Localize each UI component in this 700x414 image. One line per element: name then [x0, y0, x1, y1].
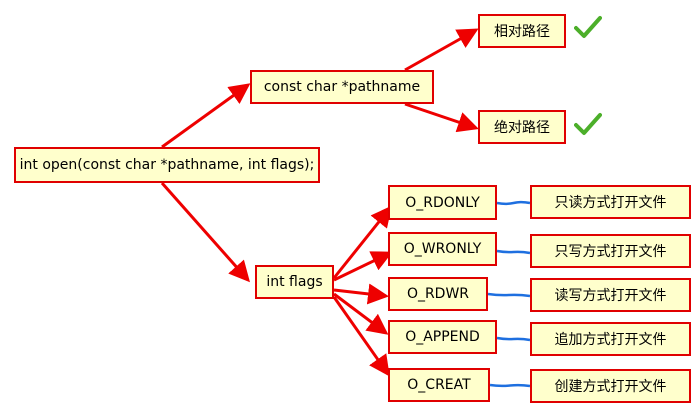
edge-root-to-pathname: [161, 83, 251, 149]
link-wronly-desc: [496, 249, 531, 255]
flag-label: O_RDWR: [406, 286, 470, 302]
pathname-node: const char *pathname: [250, 70, 434, 104]
edge-flags-to-rdonly: [332, 205, 392, 279]
flag-desc-label: 只读方式打开文件: [554, 195, 667, 211]
flag-desc-rdwr: 读写方式打开文件: [530, 278, 691, 312]
flag-label: O_APPEND: [405, 329, 480, 345]
link-append-desc: [496, 336, 531, 342]
check-mark-icon: [574, 16, 602, 38]
root-node: int open(const char *pathname, int flags…: [14, 147, 320, 183]
flag-desc-wronly: 只写方式打开文件: [530, 234, 691, 268]
edge-flags-to-rdwr: [333, 283, 389, 305]
relative-path-label: 相对路径: [494, 24, 550, 40]
link-creat-desc: [489, 383, 531, 388]
flag-node-wronly: O_WRONLY: [388, 232, 497, 266]
link-rdwr-desc: [487, 292, 531, 298]
flag-desc-rdonly: 只读方式打开文件: [530, 185, 691, 219]
flag-desc-label: 创建方式打开文件: [554, 379, 667, 395]
flag-node-rdonly: O_RDONLY: [388, 185, 497, 220]
flag-node-creat: O_CREAT: [388, 368, 490, 402]
root-node-label: int open(const char *pathname, int flags…: [19, 157, 315, 173]
flag-label: O_CREAT: [407, 377, 471, 393]
flag-node-append: O_APPEND: [388, 320, 497, 354]
flag-desc-label: 只写方式打开文件: [554, 244, 667, 260]
edge-pathname-to-relative: [404, 28, 479, 72]
pathname-node-label: const char *pathname: [263, 79, 421, 95]
flag-node-rdwr: O_RDWR: [388, 277, 488, 311]
absolute-path-node: 绝对路径: [478, 110, 566, 144]
edge-flags-to-creat: [332, 296, 390, 377]
flag-label: O_WRONLY: [403, 241, 482, 257]
edge-flags-to-wronly: [333, 251, 393, 282]
flags-node-label: int flags: [266, 274, 323, 290]
absolute-path-label: 绝对路径: [494, 120, 550, 136]
flag-label: O_RDONLY: [405, 194, 480, 211]
edge-flags-to-append: [333, 292, 389, 335]
flag-desc-label: 读写方式打开文件: [554, 288, 667, 304]
flag-desc-creat: 创建方式打开文件: [530, 369, 691, 403]
relative-path-node: 相对路径: [478, 14, 566, 48]
edge-pathname-to-absolute: [404, 102, 479, 133]
link-rdonly-desc: [496, 200, 531, 206]
flag-desc-label: 追加方式打开文件: [554, 332, 667, 348]
flags-node: int flags: [255, 265, 334, 299]
check-mark-icon: [574, 113, 602, 135]
flag-desc-append: 追加方式打开文件: [530, 322, 691, 356]
edge-root-to-flags: [160, 182, 250, 283]
